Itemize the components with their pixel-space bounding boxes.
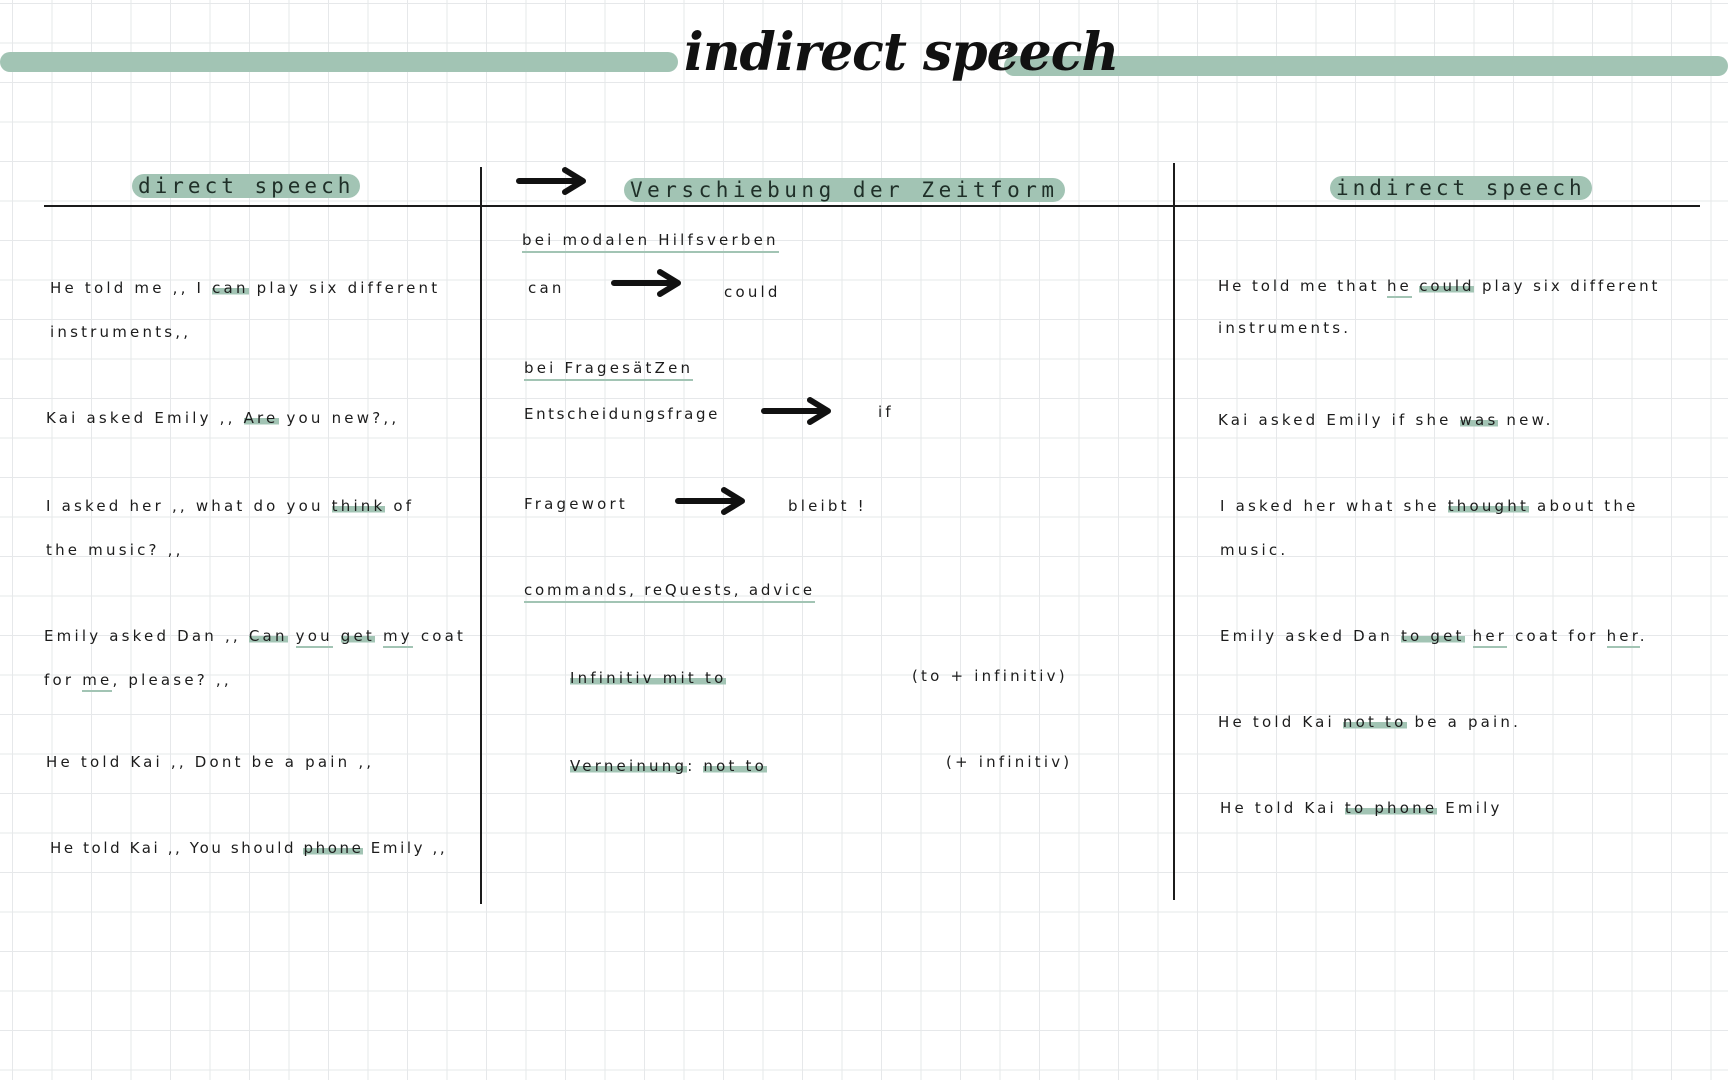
header-rule (44, 205, 1700, 207)
indirect-sentence-2: Kai asked Emily if she was new. (1218, 411, 1554, 429)
direct-sentence-3: I asked her ,, what do you think of (46, 497, 415, 515)
header-tense-shift: Verschiebung der Zeitform (624, 178, 1065, 202)
header-direct-speech: direct speech (132, 174, 361, 198)
direct-sentence-4-cont: for me, please? ,, (44, 670, 232, 692)
direct-sentence-6: He told Kai ,, You should phone Emily ,, (50, 839, 448, 857)
direct-sentence-1-cont: instruments,, (50, 323, 192, 341)
direct-sentence-3-cont: the music? ,, (46, 541, 184, 559)
column-divider-left (480, 167, 482, 904)
infinitive-rule: Infinitiv mit to (570, 669, 727, 687)
header-indirect-speech: indirect speech (1330, 176, 1592, 200)
if-label: if (878, 403, 894, 421)
negation-rule: Verneinung: not to (570, 757, 768, 775)
commands-heading: commands, reQuests, advice (524, 580, 815, 603)
title-bar-right (1004, 56, 1728, 76)
direct-sentence-2: Kai asked Emily ,, Are you new?,, (46, 409, 400, 427)
arrow-right-icon (611, 269, 681, 297)
arrow-right-icon (761, 397, 831, 425)
title-bar-left (0, 52, 678, 72)
arrow-right-icon (675, 487, 745, 515)
arrow-right-icon (516, 167, 586, 195)
indirect-sentence-4: Emily asked Dan to get her coat for her. (1220, 626, 1648, 648)
indirect-sentence-6: He told Kai to phone Emily (1220, 799, 1503, 817)
indirect-sentence-1: He told me that he could play six differ… (1218, 276, 1660, 298)
modal-can: can (528, 279, 565, 297)
direct-sentence-4: Emily asked Dan ,, Can you get my coat (44, 626, 466, 648)
indirect-sentence-1-cont: instruments. (1218, 319, 1352, 337)
column-divider-right (1173, 163, 1175, 900)
infinitive-note: (to + infinitiv) (912, 667, 1068, 685)
modal-verbs-heading: bei modalen Hilfsverben (522, 230, 779, 253)
modal-could: could (724, 283, 781, 301)
yes-no-question-label: Entscheidungsfrage (524, 405, 720, 423)
indirect-sentence-3-cont: music. (1220, 541, 1289, 559)
questions-heading: bei FragesätZen (524, 358, 694, 381)
page-title: indirect speech (684, 22, 1119, 83)
indirect-sentence-5: He told Kai not to be a pain. (1218, 713, 1522, 731)
direct-sentence-1: He told me ,, I can play six different (50, 279, 441, 297)
page-number: 2 (1004, 42, 1012, 55)
remains-label: bleibt ! (788, 497, 867, 515)
direct-sentence-5: He told Kai ,, Dont be a pain ,, (46, 753, 375, 771)
negation-note: (+ infinitiv) (946, 753, 1073, 771)
question-word-label: Fragewort (524, 495, 628, 513)
indirect-sentence-3: I asked her what she thought about the (1220, 497, 1639, 515)
